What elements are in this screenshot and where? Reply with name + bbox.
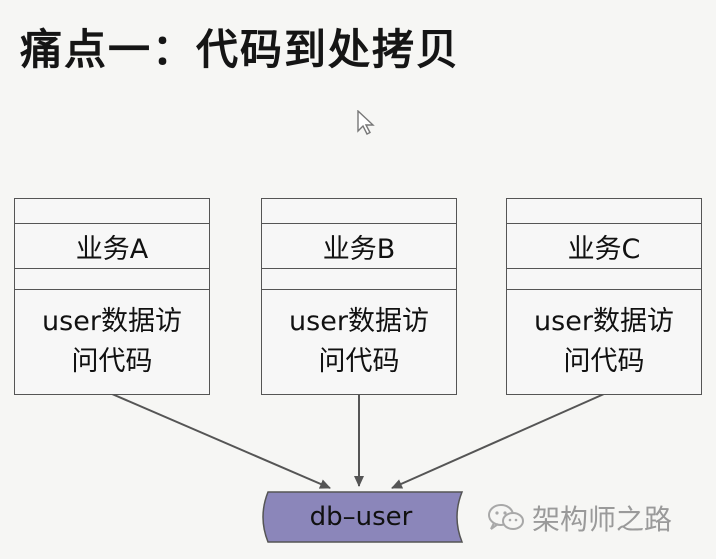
service-body: user数据访问代码 — [15, 290, 209, 394]
brand-watermark: 架构师之路 — [486, 498, 672, 538]
box-top-strip — [15, 199, 209, 224]
service-body: user数据访问代码 — [507, 290, 701, 394]
db-shape — [262, 491, 464, 543]
body-line-1: user数据访 — [534, 306, 674, 337]
service-name: 业务C — [507, 224, 701, 269]
brand-name: 架构师之路 — [532, 503, 673, 536]
body-line-1: user数据访 — [42, 306, 182, 337]
wechat-icon — [488, 504, 524, 530]
service-body: user数据访问代码 — [262, 290, 456, 394]
box-mid-strip — [507, 269, 701, 290]
arrow-c-to-db — [391, 393, 605, 489]
body-line-1: user数据访 — [289, 306, 429, 337]
box-mid-strip — [262, 269, 456, 290]
slide-title: 痛点一：代码到处拷贝 — [20, 25, 461, 74]
service-name: 业务B — [262, 224, 456, 269]
body-line-2: 问代码 — [563, 346, 645, 377]
service-name: 业务A — [15, 224, 209, 269]
service-box-a: 业务A user数据访问代码 — [14, 198, 210, 395]
service-box-b: 业务B user数据访问代码 — [261, 198, 457, 395]
box-top-strip — [262, 199, 456, 224]
mouse-cursor-icon — [357, 110, 375, 135]
body-line-2: 问代码 — [318, 346, 400, 377]
service-box-c: 业务C user数据访问代码 — [506, 198, 702, 395]
arrow-a-to-db — [111, 393, 331, 489]
box-top-strip — [507, 199, 701, 224]
db-user-label: db–user — [309, 502, 413, 532]
box-mid-strip — [15, 269, 209, 290]
body-line-2: 问代码 — [71, 346, 153, 377]
